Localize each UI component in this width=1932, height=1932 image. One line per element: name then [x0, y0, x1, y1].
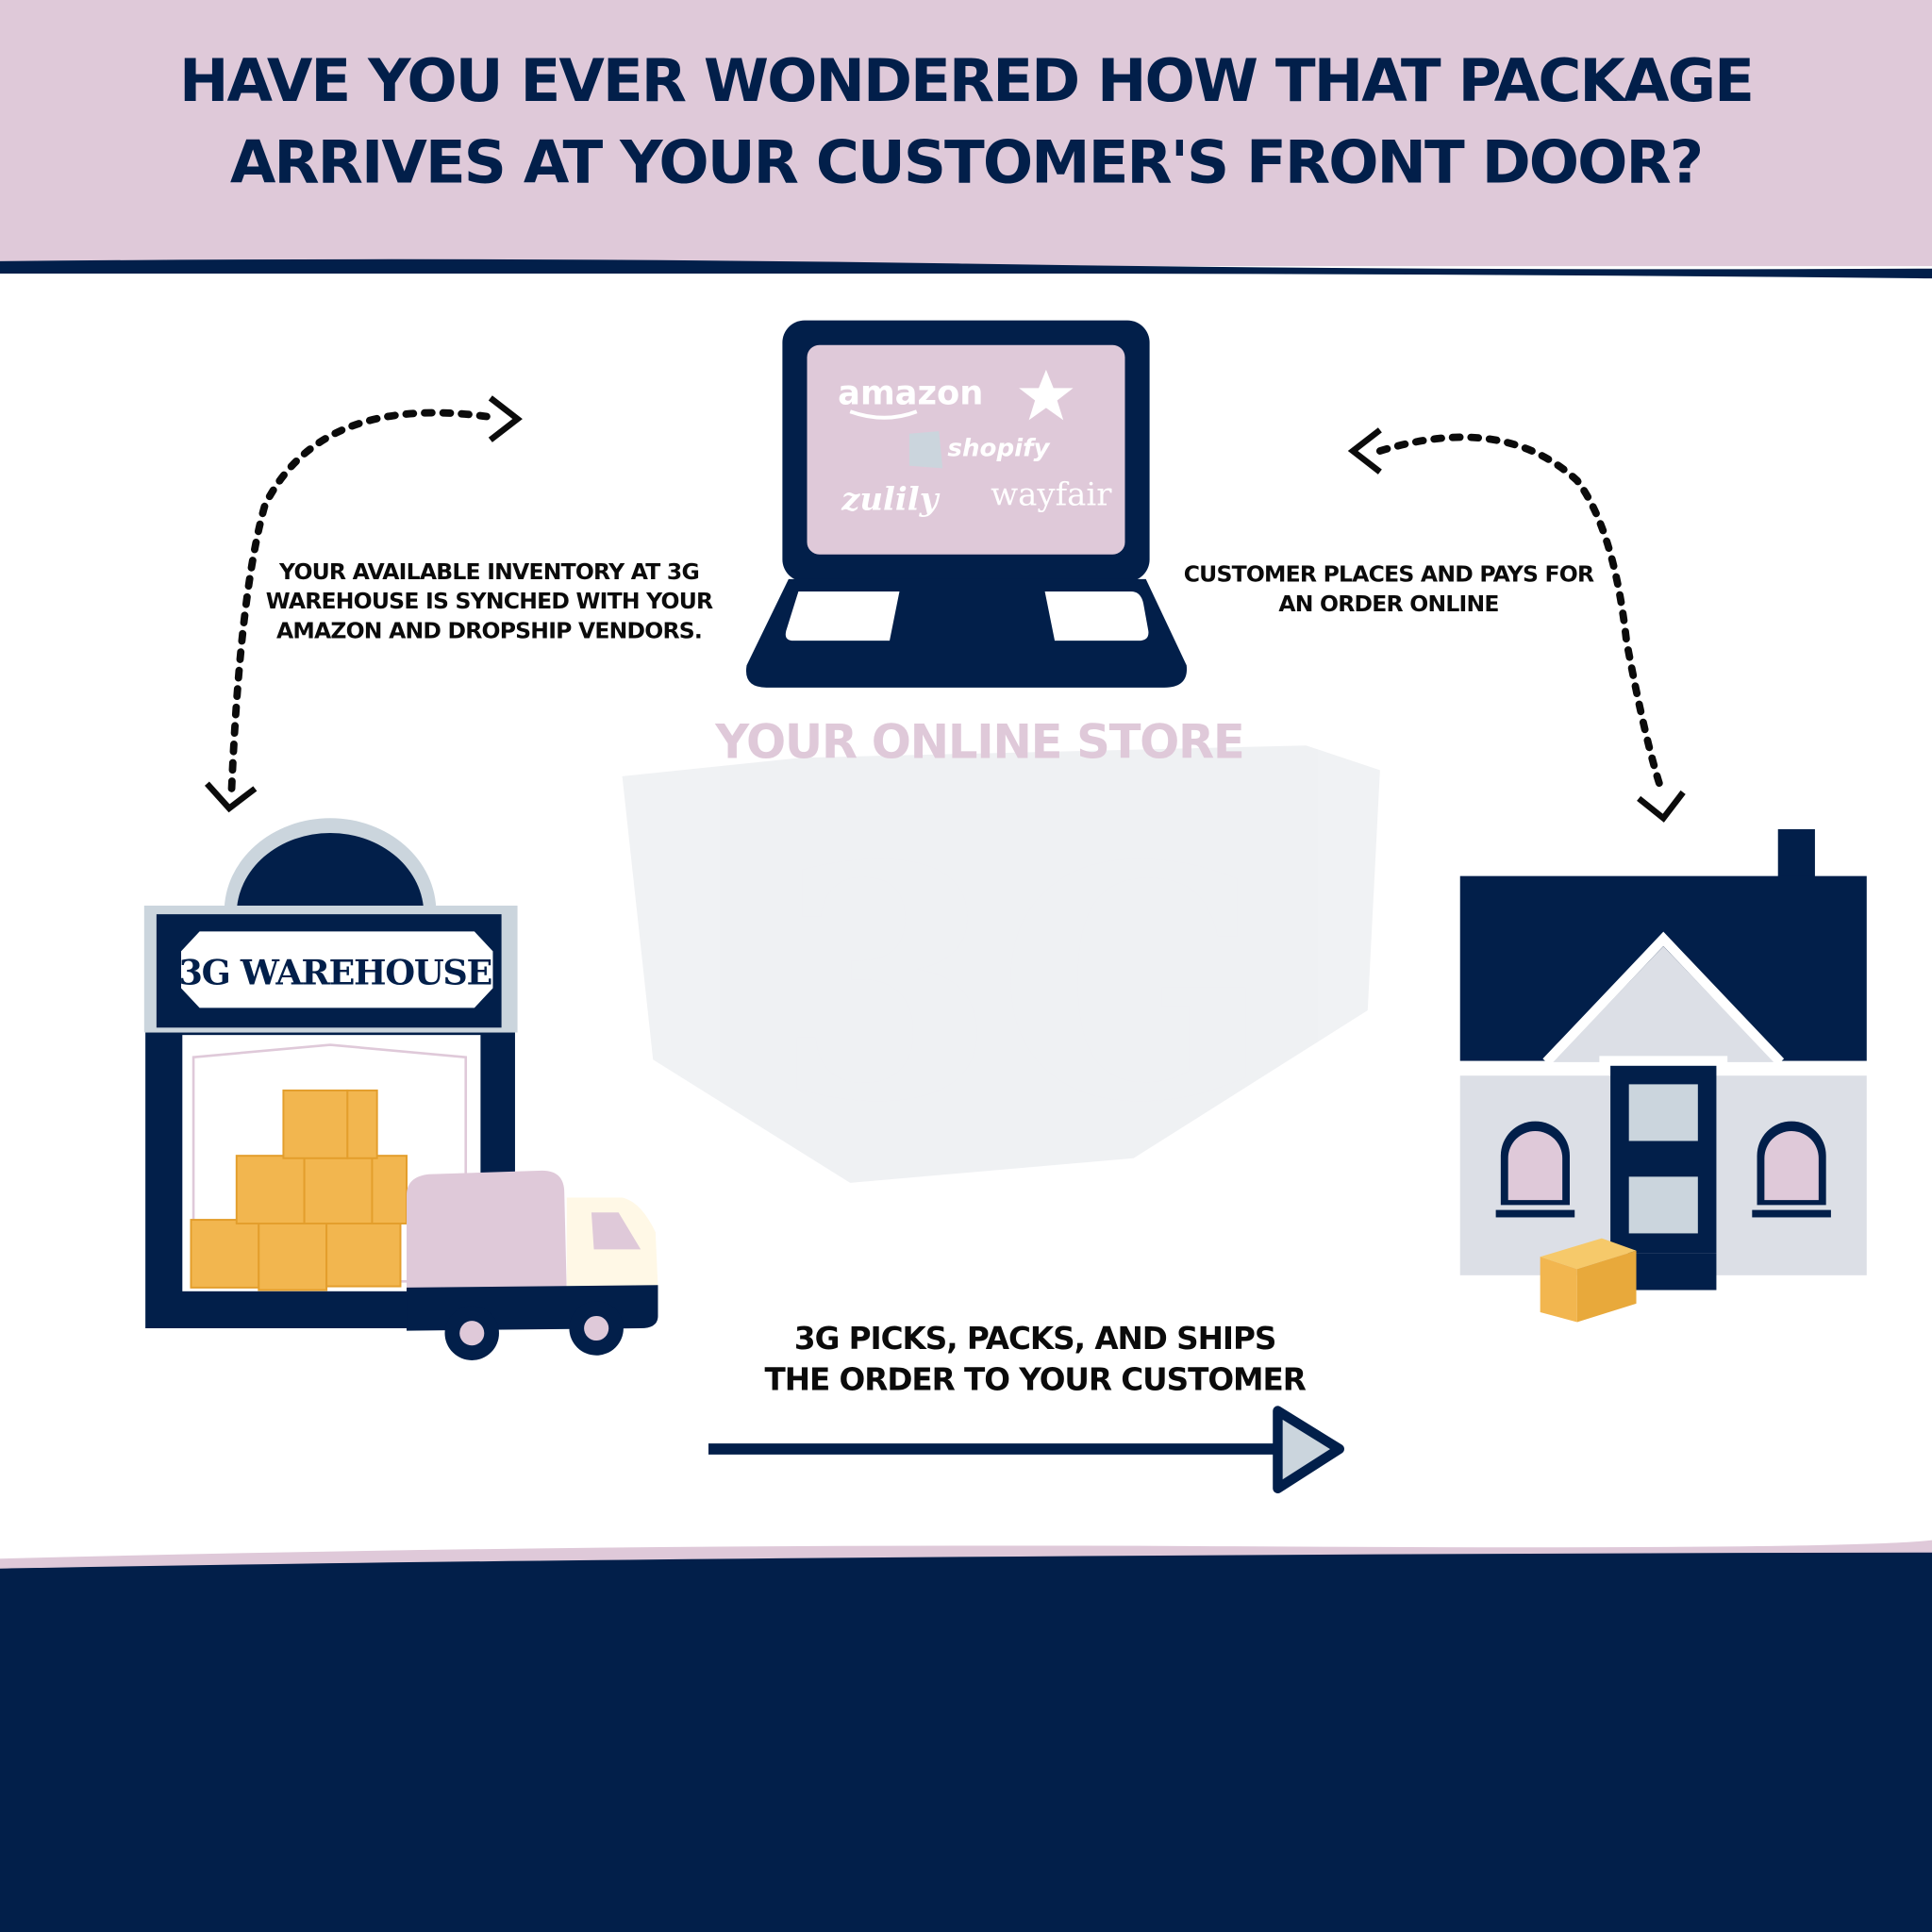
online-store-label: YOUR ONLINE STORE — [714, 714, 1243, 769]
sync-caption: YOUR AVAILABLE INVENTORY AT 3G WAREHOUSE… — [266, 558, 714, 644]
star-icon — [1019, 369, 1074, 421]
header-band — [0, 0, 1932, 267]
ship-caption-line-1: 3G PICKS, PACKS, AND SHIPS — [794, 1321, 1275, 1357]
shopify-bag-icon — [908, 431, 943, 469]
caption-line: AMAZON AND DROPSHIP VENDORS. — [276, 618, 702, 644]
footer-band — [0, 1552, 1932, 1932]
arrowhead-left-icon — [1347, 427, 1382, 475]
amazon-logo: amazon — [838, 374, 983, 412]
title-line-1: HAVE YOU EVER WONDERED HOW THAT PACKAGE — [179, 46, 1753, 115]
caption-line: YOUR AVAILABLE INVENTORY AT 3G — [278, 558, 699, 585]
caption-line: AN ORDER ONLINE — [1278, 591, 1498, 617]
ship-arrow-icon — [708, 1406, 1344, 1494]
arrowhead-down-icon — [1637, 790, 1686, 823]
delivery-truck-icon — [407, 1170, 658, 1360]
amazon-smile-icon — [849, 409, 918, 420]
caption-line: WAREHOUSE IS SYNCHED WITH YOUR — [266, 588, 713, 614]
wayfair-logo: wayfair — [991, 476, 1112, 514]
order-dotted-arrow — [1375, 433, 1665, 792]
box-stack-icon — [190, 1089, 408, 1291]
package-box-icon — [1540, 1238, 1637, 1323]
arrowhead-down-icon — [205, 781, 258, 813]
order-caption: CUSTOMER PLACES AND PAYS FOR AN ORDER ON… — [1184, 560, 1595, 617]
watermark-logo: 3G — [622, 745, 1380, 1183]
header-divider — [0, 258, 1932, 279]
laptop-online-store: amazon shopify zulily wayfair — [745, 320, 1188, 688]
shopify-logo: shopify — [947, 434, 1050, 462]
warehouse-sign: 3G WAREHOUSE — [178, 953, 491, 993]
zulily-logo: zulily — [841, 481, 941, 519]
warehouse-illustration: 3G WAREHOUSE — [143, 818, 518, 1328]
svg-text:3G: 3G — [774, 796, 1271, 1173]
customer-house-illustration — [1459, 829, 1867, 1323]
ship-caption-line-2: THE ORDER TO YOUR CUSTOMER — [764, 1361, 1306, 1397]
caption-line: CUSTOMER PLACES AND PAYS FOR — [1184, 560, 1594, 587]
arrowhead-right-icon — [488, 395, 523, 442]
sync-dotted-arrow — [227, 408, 491, 792]
title-line-2: ARRIVES AT YOUR CUSTOMER'S FRONT DOOR? — [230, 127, 1702, 196]
